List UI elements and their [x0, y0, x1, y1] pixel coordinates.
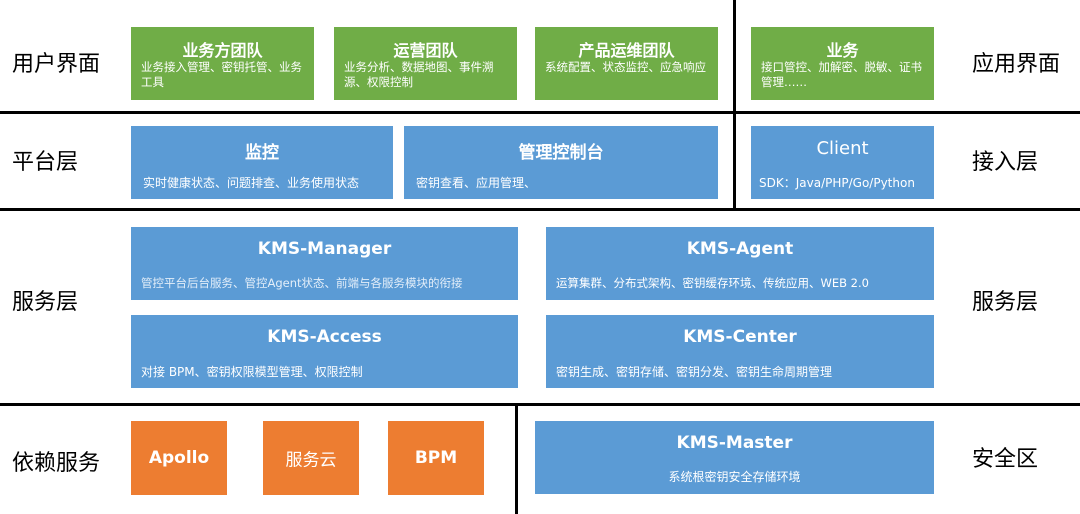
- operations-team-desc: 业务分析、数据地图、事件溯源、权限控制: [344, 60, 494, 89]
- layer-label-dependency: 依赖服务: [12, 451, 101, 476]
- apollo-box: Apollo: [131, 421, 227, 495]
- monitoring-desc: 实时健康状态、问题排查、业务使用状态: [143, 176, 360, 190]
- kms-master-desc: 系统根密钥安全存储环境: [668, 470, 801, 484]
- business-desc: 接口管控、加解密、脱敏、证书管理……: [761, 60, 922, 89]
- layer-label-user-ui: 用户界面: [12, 52, 101, 77]
- column-divider-bottom: [515, 403, 518, 514]
- kms-center-box: KMS-Center 密钥生成、密钥存储、密钥分发、密钥生命周期管理: [546, 315, 934, 388]
- client-title: Client: [816, 138, 869, 159]
- layer-divider-2: [0, 208, 1080, 211]
- kms-master-box: KMS-Master 系统根密钥安全存储环境: [535, 421, 934, 494]
- apollo-title: Apollo: [148, 448, 210, 468]
- kms-access-title: KMS-Access: [267, 327, 382, 347]
- kms-manager-title: KMS-Manager: [257, 239, 392, 259]
- layer-divider-3: [0, 403, 1080, 406]
- bpm-box: BPM: [388, 421, 484, 495]
- business-box: 业务 接口管控、加解密、脱敏、证书管理……: [751, 27, 934, 100]
- business-team-title: 业务方团队: [182, 41, 263, 60]
- kms-manager-box: KMS-Manager 管控平台后台服务、管控Agent状态、前端与各服务模块的…: [131, 227, 518, 300]
- kms-center-desc: 密钥生成、密钥存储、密钥分发、密钥生命周期管理: [556, 365, 833, 379]
- layer-label-service: 服务层: [12, 290, 79, 315]
- column-divider-top: [733, 0, 736, 211]
- layer-label-app-ui: 应用界面: [972, 52, 1061, 77]
- management-console-title: 管理控制台: [518, 143, 604, 163]
- service-cloud-box: 服务云: [263, 421, 359, 495]
- layer-label-access: 接入层: [972, 150, 1039, 175]
- kms-agent-title: KMS-Agent: [686, 239, 794, 259]
- management-console-desc: 密钥查看、应用管理、: [416, 176, 537, 190]
- business-team-desc: 业务接入管理、密钥托管、业务工具: [141, 60, 302, 89]
- layer-label-service-right: 服务层: [972, 290, 1039, 315]
- product-ops-team-box: 产品运维团队 系统配置、状态监控、应急响应: [535, 27, 718, 100]
- service-cloud-title: 服务云: [285, 450, 337, 471]
- layer-label-security: 安全区: [972, 447, 1039, 472]
- business-title: 业务: [826, 41, 859, 60]
- monitoring-title: 监控: [245, 143, 279, 163]
- operations-team-box: 运营团队 业务分析、数据地图、事件溯源、权限控制: [334, 27, 517, 100]
- operations-team-title: 运营团队: [393, 41, 458, 60]
- kms-agent-desc: 运算集群、分布式架构、密钥缓存环境、传统应用、WEB 2.0: [556, 276, 869, 290]
- management-console-box: 管理控制台 密钥查看、应用管理、: [404, 126, 718, 199]
- monitoring-box: 监控 实时健康状态、问题排查、业务使用状态: [131, 126, 393, 199]
- kms-manager-desc: 管控平台后台服务、管控Agent状态、前端与各服务模块的衔接: [141, 276, 463, 290]
- client-desc: SDK：Java/PHP/Go/Python: [759, 176, 915, 190]
- kms-center-title: KMS-Center: [683, 327, 797, 347]
- product-ops-team-desc: 系统配置、状态监控、应急响应: [545, 60, 706, 74]
- kms-master-title: KMS-Master: [676, 433, 793, 453]
- client-box: Client SDK：Java/PHP/Go/Python: [751, 126, 934, 199]
- kms-access-desc: 对接 BPM、密钥权限模型管理、权限控制: [141, 365, 363, 379]
- bpm-title: BPM: [414, 448, 458, 468]
- layer-label-platform: 平台层: [12, 150, 79, 175]
- business-team-box: 业务方团队 业务接入管理、密钥托管、业务工具: [131, 27, 314, 100]
- kms-access-box: KMS-Access 对接 BPM、密钥权限模型管理、权限控制: [131, 315, 518, 388]
- product-ops-team-title: 产品运维团队: [578, 41, 675, 60]
- kms-agent-box: KMS-Agent 运算集群、分布式架构、密钥缓存环境、传统应用、WEB 2.0: [546, 227, 934, 300]
- layer-divider-1: [0, 111, 1080, 114]
